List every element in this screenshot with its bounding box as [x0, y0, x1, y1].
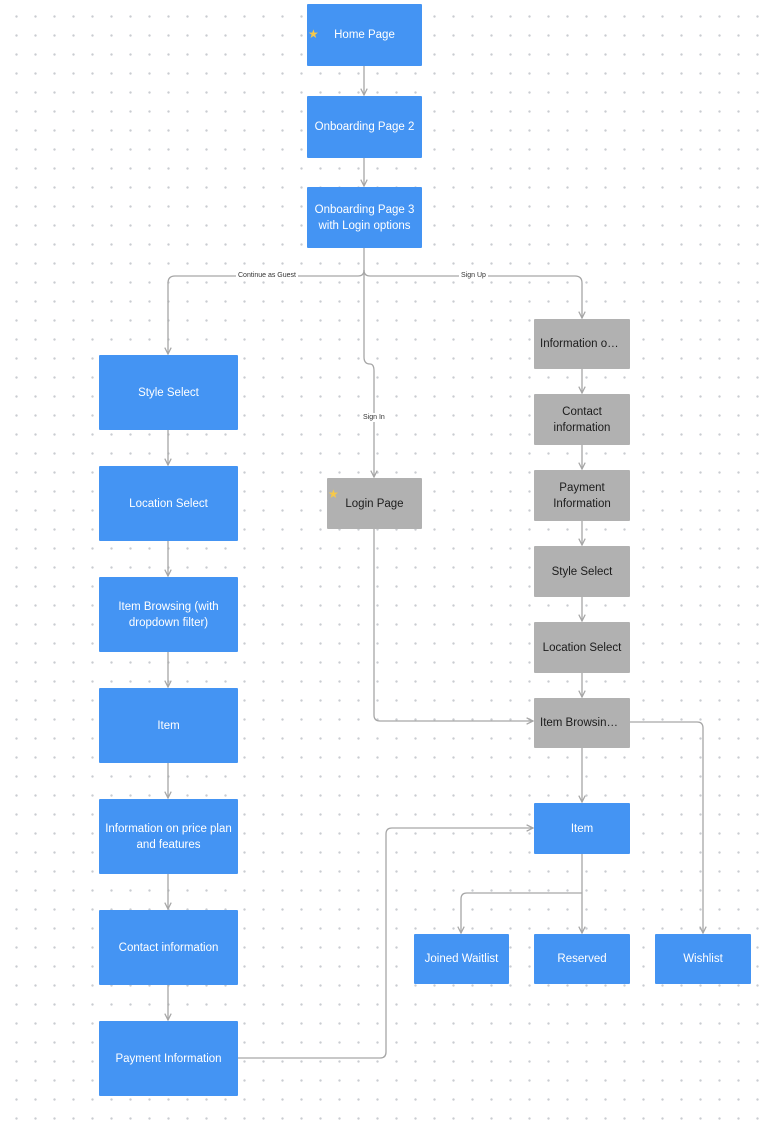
edge-label-continue-as-guest: Continue as Guest	[236, 271, 298, 280]
node-signup-location-select[interactable]: Location Select	[534, 622, 630, 673]
node-label: Item Browsing (with dropdown filter)	[118, 600, 219, 629]
node-onboarding-page-3[interactable]: Onboarding Page 3 with Login options	[307, 187, 422, 248]
node-label: Location Select	[542, 641, 622, 654]
node-label: Item	[157, 719, 180, 732]
node-signup-item-browsing[interactable]: Item Browsing…	[534, 698, 630, 748]
node-label: Information on…	[540, 338, 624, 350]
node-label: Reserved	[557, 953, 607, 965]
node-signup-information[interactable]: Information on…	[534, 319, 630, 369]
node-reserved[interactable]: Reserved	[534, 934, 630, 984]
node-label: Home Page	[334, 29, 395, 41]
node-label: Contact information	[553, 405, 611, 434]
star-icon: ★	[328, 487, 339, 501]
edge-item-waitlist	[461, 892, 582, 933]
node-joined-waitlist[interactable]: Joined Waitlist	[414, 934, 509, 984]
node-label: Joined Waitlist	[424, 953, 499, 965]
node-home-page[interactable]: ★ Home Page	[307, 4, 422, 66]
node-label: Item Browsing…	[540, 717, 624, 729]
edge-login-browsing	[373, 529, 533, 721]
node-label: Information on price plan and features	[105, 822, 232, 851]
node-label: Location Select	[129, 497, 208, 510]
node-guest-contact-information[interactable]: Contact information	[99, 910, 238, 985]
node-label: Style Select	[551, 565, 613, 578]
edge-guest-payment-item	[238, 828, 533, 1059]
node-signup-payment-information[interactable]: Payment Information	[534, 470, 630, 521]
node-guest-item-browsing[interactable]: Item Browsing (with dropdown filter)	[99, 577, 238, 652]
edge-browsing-wishlist	[630, 721, 703, 933]
node-label: Payment Information	[115, 1052, 222, 1065]
edge-onboarding3-guest	[168, 248, 365, 354]
node-item[interactable]: Item	[534, 803, 630, 854]
node-signup-contact-information[interactable]: Contact information	[534, 394, 630, 445]
edge-label-sign-up: Sign Up	[459, 271, 488, 280]
edge-label-sign-in: Sign In	[361, 413, 387, 422]
node-label: Contact information	[118, 941, 219, 954]
node-onboarding-page-2[interactable]: Onboarding Page 2	[307, 96, 422, 158]
edge-onboarding3-login	[363, 270, 374, 477]
node-signup-style-select[interactable]: Style Select	[534, 546, 630, 597]
node-label: Login Page	[345, 497, 404, 510]
node-label: Item	[570, 822, 594, 835]
node-guest-price-plan-info[interactable]: Information on price plan and features	[99, 799, 238, 874]
node-guest-item[interactable]: Item	[99, 688, 238, 763]
node-guest-location-select[interactable]: Location Select	[99, 466, 238, 541]
node-guest-payment-information[interactable]: Payment Information	[99, 1021, 238, 1096]
star-icon: ★	[308, 27, 319, 41]
node-label: Onboarding Page 3 with Login options	[314, 203, 415, 232]
node-label: Onboarding Page 2	[314, 121, 415, 133]
edge-onboarding3-signup	[363, 269, 582, 318]
node-label: Payment Information	[553, 481, 611, 510]
node-wishlist[interactable]: Wishlist	[655, 934, 751, 984]
node-login-page[interactable]: ★ Login Page	[327, 478, 422, 529]
node-label: Wishlist	[683, 953, 723, 965]
node-guest-style-select[interactable]: Style Select	[99, 355, 238, 430]
node-label: Style Select	[138, 386, 199, 399]
